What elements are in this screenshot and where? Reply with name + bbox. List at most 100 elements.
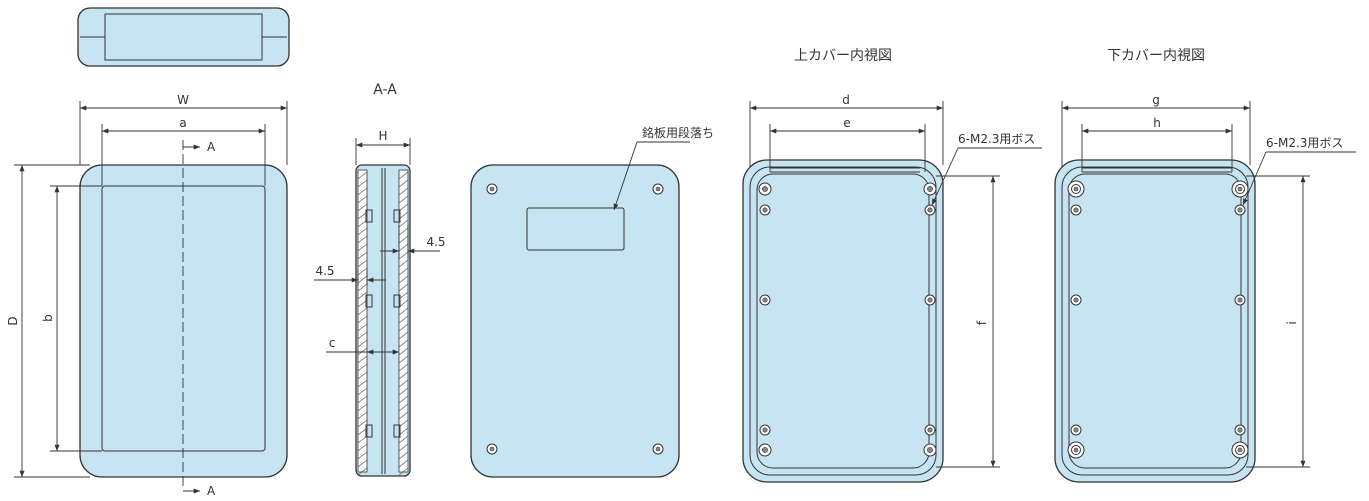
hatch-line — [398, 355, 409, 364]
hatch-line — [357, 235, 368, 244]
boss — [759, 204, 771, 216]
hatch-line — [398, 363, 409, 372]
dim-label-i: i — [1285, 321, 1299, 324]
hatch-line — [357, 203, 368, 212]
hatch-line — [357, 291, 368, 300]
hatch-line — [398, 171, 409, 180]
boss — [1070, 204, 1082, 216]
dim-label-c: c — [329, 336, 336, 350]
hatch-line — [398, 443, 409, 452]
hatch-line — [357, 195, 368, 204]
hatch-line — [357, 171, 368, 180]
boss — [1231, 441, 1249, 459]
hatch-line — [398, 235, 409, 244]
hatch-line — [357, 379, 368, 388]
lower-cover-view: 下カバー内視図 g h i 6-M2.3用ボス — [1054, 48, 1356, 483]
dim-label-4_5-left: 4.5 — [315, 264, 334, 278]
hatch-line — [357, 275, 368, 284]
hatch-line — [357, 387, 368, 396]
hatch-line — [357, 331, 368, 340]
hatch-line — [398, 395, 409, 404]
hatch-line — [357, 371, 368, 380]
boss — [1067, 180, 1085, 198]
hatch-line — [398, 219, 409, 228]
hatch-line — [398, 451, 409, 460]
lower-boss-label: 6-M2.3用ボス — [1266, 136, 1343, 150]
boss — [1234, 294, 1246, 306]
hatch-line — [357, 179, 368, 188]
boss — [1234, 424, 1246, 436]
hatch-line — [398, 275, 409, 284]
upper-boss-label: 6-M2.3用ボス — [958, 132, 1035, 146]
dim-label-h: h — [1153, 116, 1161, 130]
front-view: A A W a D b — [6, 93, 288, 498]
boss — [924, 204, 936, 216]
boss — [759, 424, 771, 436]
hatch-line — [398, 187, 409, 196]
dim-label-g: g — [1152, 93, 1160, 107]
hatch-line — [398, 243, 409, 252]
hatch-line — [398, 267, 409, 276]
boss — [1070, 424, 1082, 436]
dim-label-4_5-right: 4.5 — [426, 235, 445, 249]
hatch-line — [398, 331, 409, 340]
hatch-line — [357, 227, 368, 236]
boss — [1067, 441, 1085, 459]
boss — [758, 443, 772, 457]
hatch-line — [398, 339, 409, 348]
hatch-line — [357, 395, 368, 404]
screw-hole — [486, 183, 498, 195]
dim-label-d: d — [842, 93, 850, 107]
boss — [1234, 204, 1246, 216]
boss — [923, 443, 937, 457]
hatch-line — [357, 459, 368, 468]
boss — [924, 424, 936, 436]
hatch-line — [357, 251, 368, 260]
hatch-line — [398, 307, 409, 316]
boss — [758, 182, 772, 196]
dim-label-f: f — [975, 320, 989, 325]
hatch-line — [398, 259, 409, 268]
dim-label-b: b — [41, 314, 55, 322]
hatch-line — [357, 403, 368, 412]
hatch-line — [357, 307, 368, 316]
dim-label-e: e — [843, 116, 850, 130]
section-mark-top: A — [207, 140, 216, 154]
hatch-line — [357, 187, 368, 196]
hatch-line — [398, 347, 409, 356]
hatch-line — [357, 451, 368, 460]
hatch-line — [398, 179, 409, 188]
top-side-view — [77, 7, 290, 67]
hatch-line — [357, 283, 368, 292]
hatch-line — [398, 403, 409, 412]
boss — [1231, 180, 1249, 198]
screw-hole — [652, 183, 664, 195]
dim-label-W: W — [177, 93, 189, 107]
nameplate-label: 銘板用段落ち — [642, 125, 714, 140]
back-view: 銘板用段落ち — [470, 125, 714, 478]
hatch-line — [357, 363, 368, 372]
hatch-line — [357, 339, 368, 348]
boss — [759, 294, 771, 306]
dim-label-H: H — [378, 129, 387, 143]
hatch-line — [398, 467, 409, 476]
section-mark-bottom: A — [207, 484, 216, 498]
hatch-line — [398, 323, 409, 332]
hatch-line — [357, 267, 368, 276]
hatch-line — [398, 227, 409, 236]
screw-hole — [486, 443, 498, 455]
hatch-line — [357, 243, 368, 252]
dim-label-a: a — [179, 116, 186, 130]
lower-cover-title: 下カバー内視図 — [1107, 48, 1205, 64]
hatch-line — [398, 387, 409, 396]
boss — [924, 294, 936, 306]
hatch-line — [357, 315, 368, 324]
hatch-line — [398, 315, 409, 324]
hatch-line — [357, 355, 368, 364]
hatch-line — [357, 347, 368, 356]
hatch-line — [398, 435, 409, 444]
hatch-line — [398, 251, 409, 260]
hatch-line — [357, 323, 368, 332]
hatch-line — [398, 411, 409, 420]
hatch-line — [398, 283, 409, 292]
